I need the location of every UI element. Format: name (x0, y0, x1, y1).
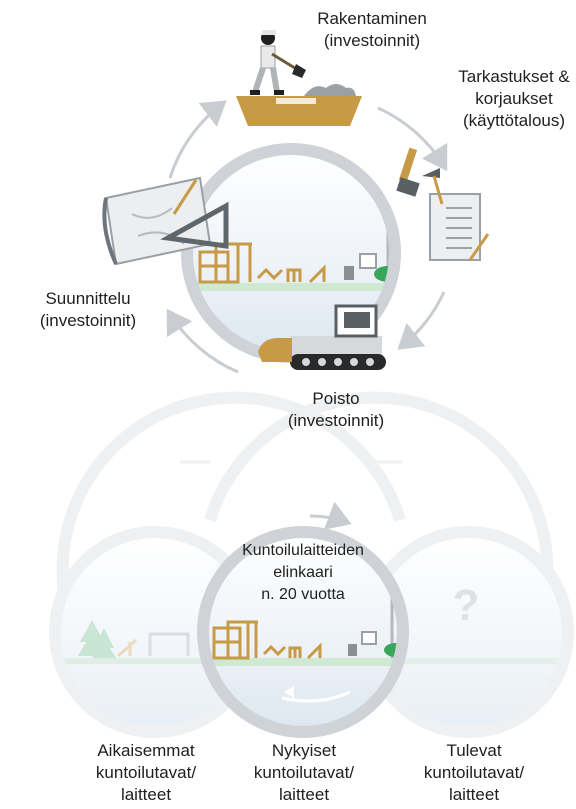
faded-arc-left (56, 391, 406, 622)
bin-icon (344, 266, 354, 280)
current-line3: laitteet (278, 785, 330, 804)
previous-circle (55, 532, 255, 732)
bulldozer-icon (258, 304, 386, 370)
blueprint-icon (102, 176, 229, 266)
lifecycle-title: Kuntoilulaitteiden (242, 542, 364, 559)
previous-line2: kuntoilutavat/ (95, 763, 197, 782)
cycle-arrow-inspection-to-removal (397, 291, 446, 350)
cycle-arrow-construction-to-inspection (377, 106, 448, 172)
inspection-title: Tarkastukset & (458, 67, 570, 86)
previous-line3: laitteet (120, 785, 172, 804)
cycle-arrow-planning-to-construction (168, 100, 227, 179)
lifecycle-title-cont: elinkaari (273, 564, 333, 581)
construction-worker-icon (236, 30, 362, 126)
lifecycle-center-label: Kuntoilulaitteiden elinkaari n. 20 vuott… (223, 540, 383, 606)
cycle-arrow-removal-to-planning (166, 308, 239, 374)
current-line2: kuntoilutavat/ (253, 763, 355, 782)
future-title: Tulevat (446, 741, 502, 760)
planning-label: Suunnittelu (investoinnit) (20, 288, 156, 332)
construction-cost-type: (investoinnit) (323, 31, 421, 50)
inspection-title-cont: korjaukset (475, 89, 553, 108)
inspection-tools-icon (396, 147, 490, 261)
future-label: Tulevat kuntoilutavat/ laitteet (396, 740, 552, 806)
previous-title: Aikaisemmat (97, 741, 195, 760)
current-label: Nykyiset kuntoilutavat/ laitteet (226, 740, 382, 806)
construction-label: Rakentaminen (investoinnit) (296, 8, 448, 52)
current-title: Nykyiset (271, 741, 337, 760)
tree-icon (92, 628, 116, 658)
gold-equipment-icon (212, 620, 322, 660)
planning-title: Suunnittelu (45, 289, 131, 308)
bottom-timeline: ? (49, 391, 574, 738)
inspection-cost-type: (käyttötalous) (462, 111, 566, 130)
sign-icon (361, 631, 377, 645)
bin-icon (348, 644, 357, 656)
removal-label: Poisto (investoinnit) (266, 388, 406, 432)
current-arrowhead-bottom (284, 686, 294, 698)
current-arrow-top (309, 501, 352, 530)
lifecycle-duration: n. 20 vuotta (261, 586, 345, 603)
faded-arc-right (204, 391, 554, 622)
planning-cost-type: (investoinnit) (39, 311, 137, 330)
future-circle (368, 532, 568, 732)
future-line3: laitteet (448, 785, 500, 804)
previous-label: Aikaisemmat kuntoilutavat/ laitteet (68, 740, 224, 806)
removal-title: Poisto (312, 389, 360, 408)
current-circle (203, 532, 403, 732)
removal-cost-type: (investoinnit) (287, 411, 385, 430)
current-ring (197, 526, 409, 738)
future-line2: kuntoilutavat/ (423, 763, 525, 782)
current-arrow-bottom (281, 690, 351, 703)
sign-icon (359, 253, 377, 269)
inspection-label: Tarkastukset & korjaukset (käyttötalous) (436, 66, 576, 132)
construction-title: Rakentaminen (317, 9, 427, 28)
ground-strip (187, 283, 395, 291)
top-cycle (102, 30, 490, 374)
question-mark-icon: ? (453, 581, 480, 630)
